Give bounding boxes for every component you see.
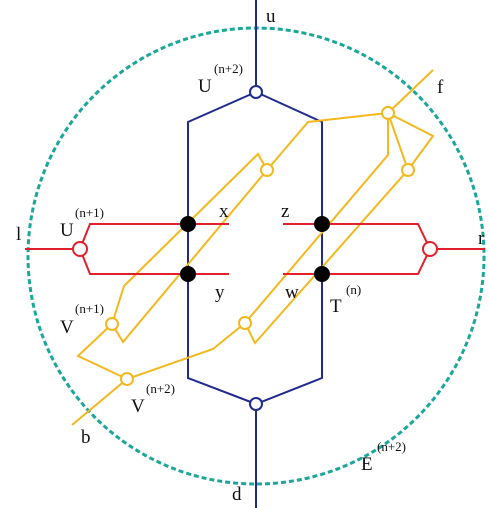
t-n-shape-a xyxy=(244,113,389,324)
yellow-strand-right xyxy=(76,323,128,380)
junction-yellow-4 xyxy=(105,317,119,331)
label-x: x xyxy=(219,201,229,222)
yellow-strand-left xyxy=(387,112,435,171)
label-u: u xyxy=(266,6,276,27)
label-b: b xyxy=(81,427,91,448)
junction-r xyxy=(422,241,438,257)
label-e-sup: (n+2) xyxy=(377,439,406,454)
v-n1-shape-b xyxy=(111,169,268,344)
label-z: z xyxy=(281,201,289,222)
junction-yellow-1 xyxy=(381,106,395,120)
label-t: T xyxy=(330,296,342,317)
junction-u-n2 xyxy=(249,85,263,99)
junction-d xyxy=(249,397,263,411)
label-r: r xyxy=(478,228,485,249)
red-fork-right xyxy=(283,223,432,275)
hexagon-u-n2 xyxy=(187,90,323,406)
junction-yellow-3 xyxy=(401,163,415,177)
red-fork-left xyxy=(78,223,229,275)
junction-yellow-6 xyxy=(120,372,134,386)
label-v-left-sup: (n+1) xyxy=(75,301,104,316)
label-y: y xyxy=(215,282,225,303)
t-n-shape-b xyxy=(244,112,410,345)
label-f: f xyxy=(437,77,444,98)
junction-yellow-5 xyxy=(238,316,252,330)
label-e: E xyxy=(361,454,373,475)
yellow-strand-f-upper xyxy=(266,69,434,171)
label-v-bottom: V xyxy=(131,396,145,417)
label-u-top-sup: (n+2) xyxy=(214,61,243,76)
junction-u-n1 xyxy=(72,241,88,257)
node-w xyxy=(314,266,330,282)
label-t-sup: (n) xyxy=(346,282,361,297)
label-v-bottom-sup: (n+2) xyxy=(146,381,175,396)
v-n1-shape-a xyxy=(111,152,268,325)
node-y xyxy=(180,266,196,282)
label-u-left: U xyxy=(60,220,74,241)
label-v-left: V xyxy=(60,317,74,338)
label-u-left-sup: (n+1) xyxy=(75,205,104,220)
label-l: l xyxy=(16,224,21,245)
node-z xyxy=(314,216,330,232)
node-x xyxy=(180,216,196,232)
label-u-top: U xyxy=(198,76,212,97)
junction-yellow-2 xyxy=(260,163,274,177)
label-d: d xyxy=(232,484,242,505)
yellow-strand-b-lower xyxy=(71,322,246,426)
label-w: w xyxy=(285,282,299,303)
